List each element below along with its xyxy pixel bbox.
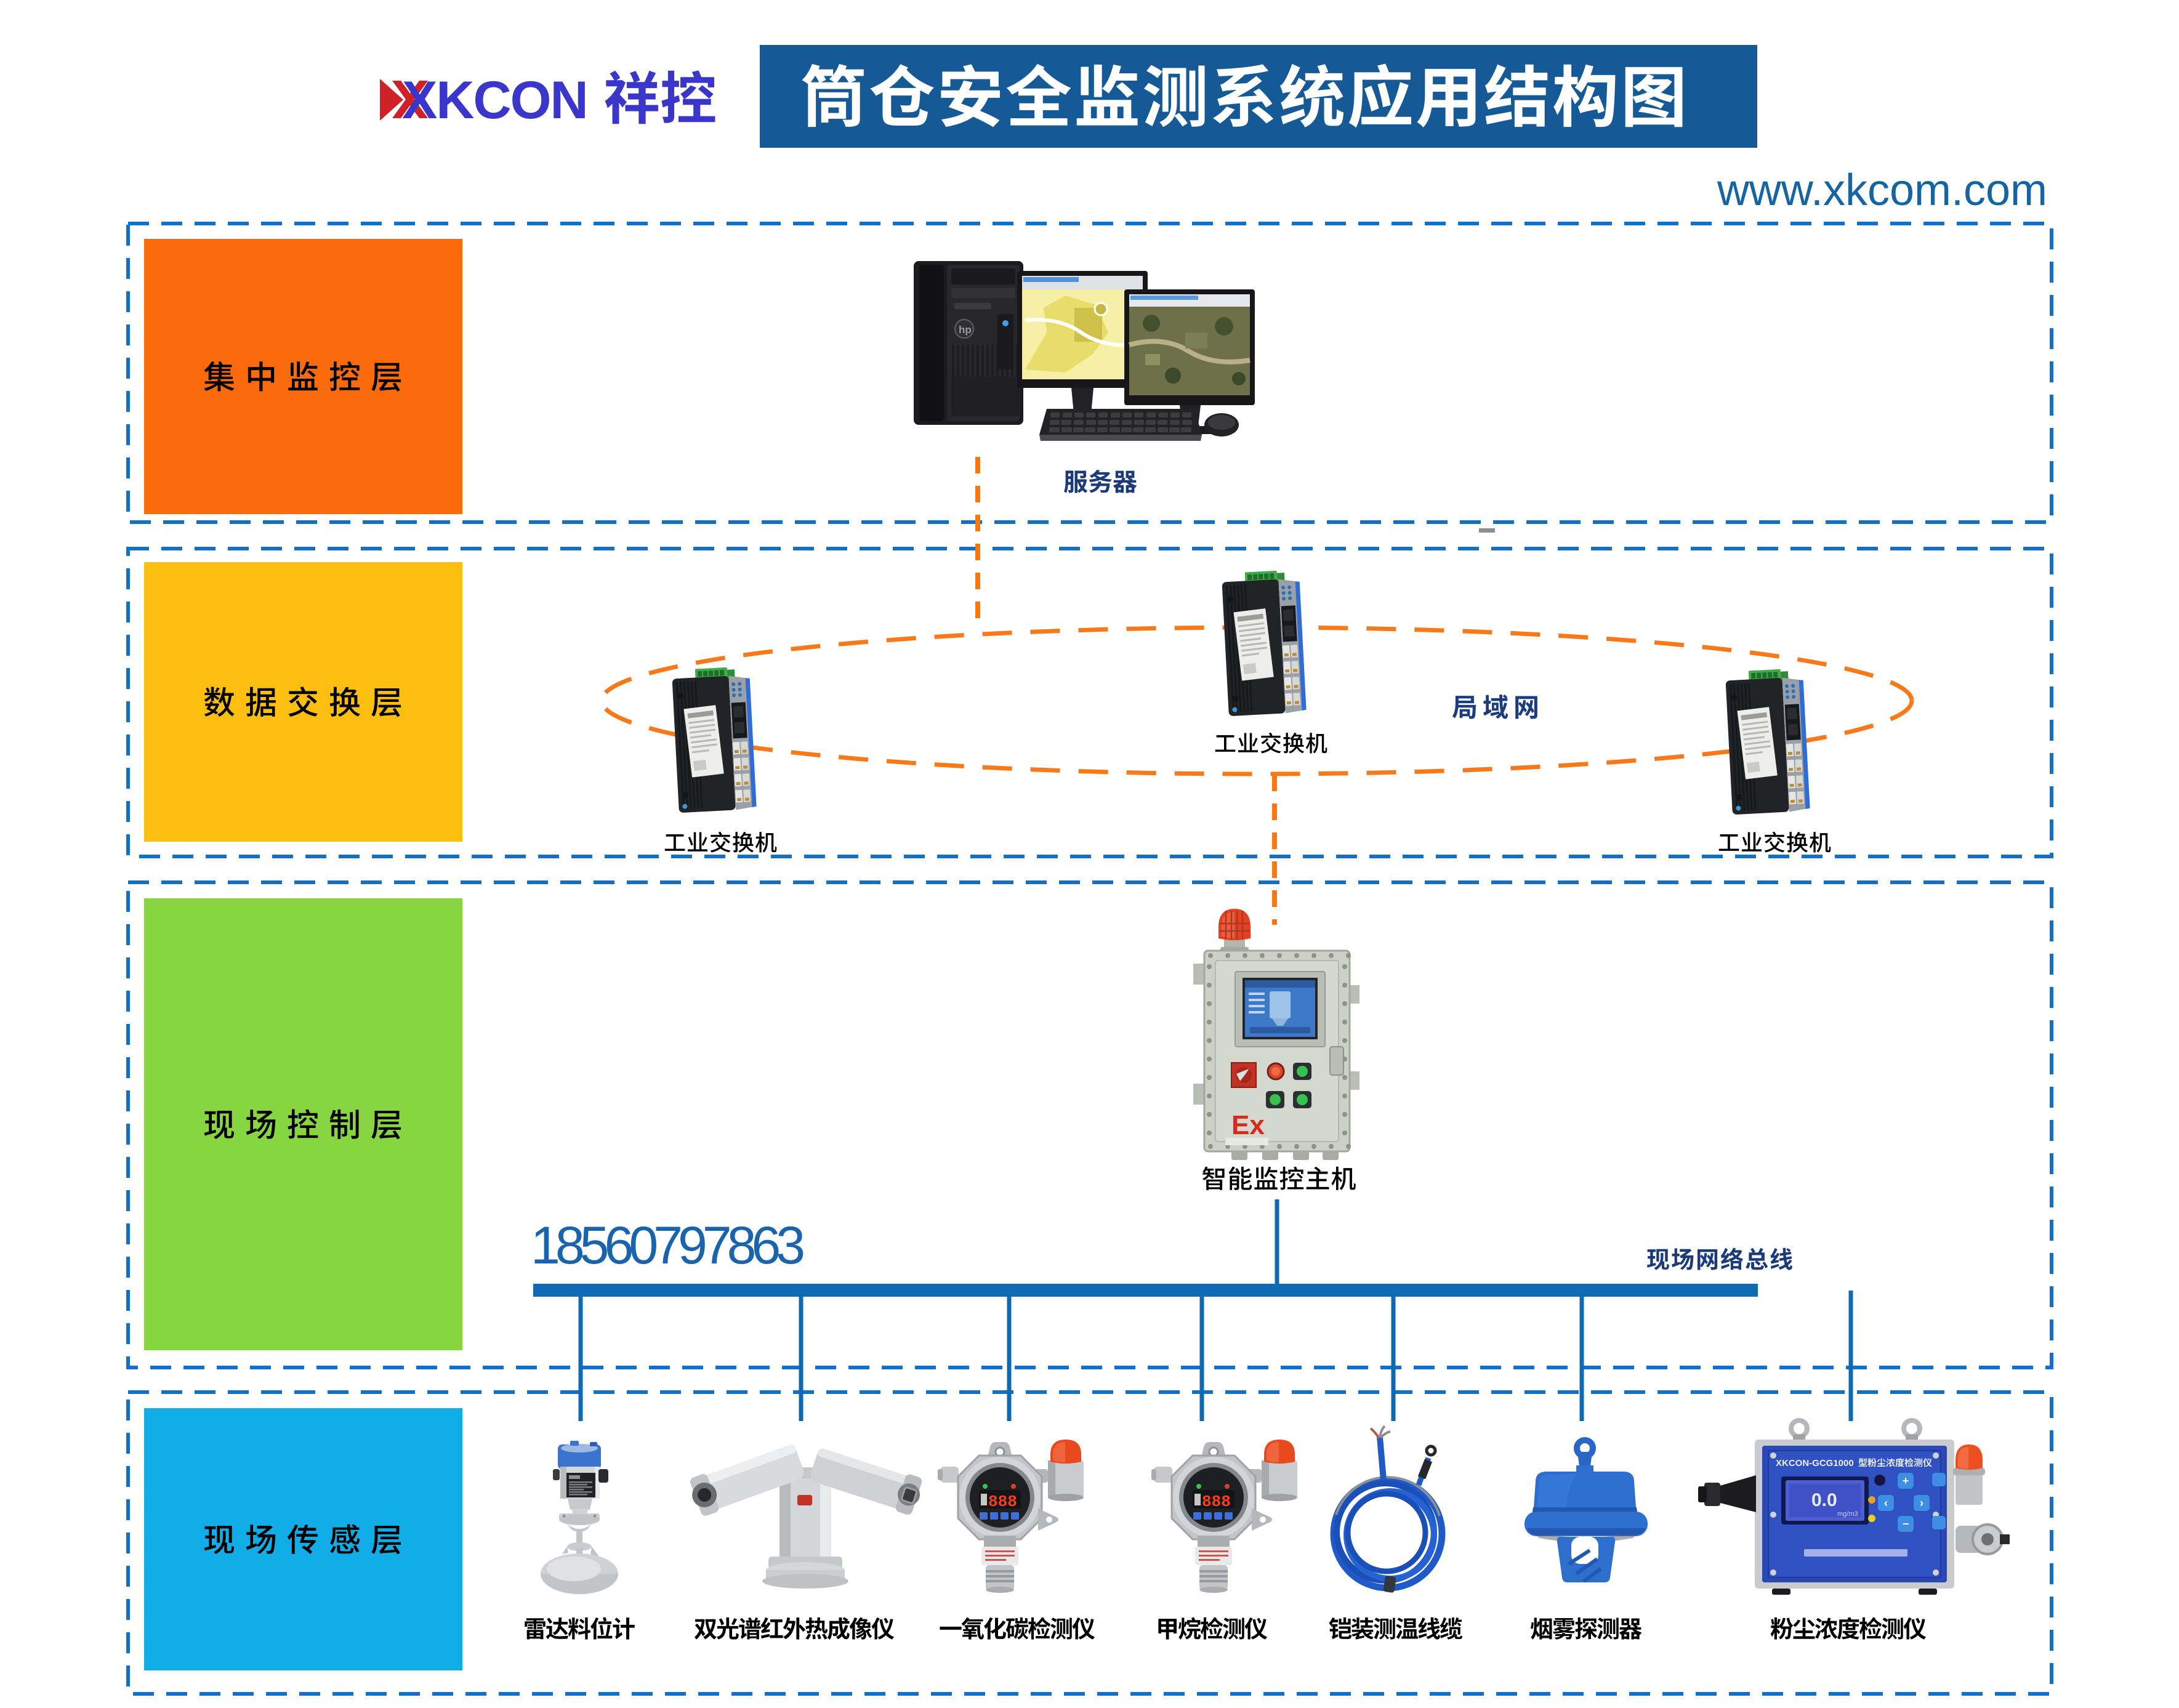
svg-text:›: ›: [1920, 1497, 1923, 1509]
svg-text:mg/m3: mg/m3: [1837, 1510, 1858, 1518]
svg-text:0.0: 0.0: [1811, 1490, 1837, 1510]
svg-text:−: −: [1903, 1518, 1909, 1530]
svg-text:Ex: Ex: [1231, 1110, 1265, 1140]
svg-text:‹: ‹: [1884, 1497, 1888, 1509]
svg-text:888: 888: [988, 1492, 1017, 1511]
svg-text:hp: hp: [959, 324, 972, 336]
svg-text:www.xkcom.com: www.xkcom.com: [1717, 166, 2047, 215]
svg-text:18560797863: 18560797863: [531, 1216, 804, 1275]
svg-text:888: 888: [1202, 1492, 1231, 1511]
svg-text:XKCON-GCG1000: XKCON-GCG1000: [1776, 1458, 1854, 1468]
svg-text:XKCON: XKCON: [402, 71, 587, 130]
svg-text:+: +: [1903, 1475, 1909, 1487]
